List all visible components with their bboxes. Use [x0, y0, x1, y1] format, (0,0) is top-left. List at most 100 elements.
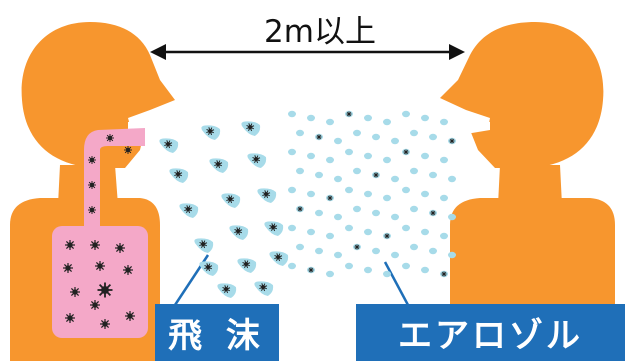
aerosol-particle: [345, 262, 353, 270]
aerosol-particle: [315, 209, 323, 217]
aerosol-particle: [364, 152, 372, 160]
droplet-label: 飛 沫: [155, 304, 279, 361]
tube-virus-icon: [123, 145, 133, 155]
aerosol-particle: [383, 194, 391, 202]
aerosol-virus-icon: [315, 133, 323, 141]
aerosol-particle: [372, 209, 380, 217]
tube-virus-icon: [105, 133, 115, 143]
aerosol-particle: [296, 129, 304, 137]
aerosol-particle: [448, 175, 456, 183]
droplet: [234, 254, 259, 275]
right-person-neck: [498, 165, 562, 205]
aerosol-particle: [383, 270, 391, 278]
aerosol-particle: [421, 228, 429, 236]
aerosol-virus-icon: [307, 266, 315, 274]
airway-tube: [84, 128, 145, 230]
aerosol-particle: [345, 148, 353, 156]
droplet: [191, 234, 216, 255]
distance-arrow: [150, 44, 465, 60]
aerosol-particle: [440, 232, 448, 240]
aerosol-particle: [296, 167, 304, 175]
droplet: [254, 184, 279, 205]
aerosol-particle: [334, 251, 342, 259]
aerosol-particle: [364, 114, 372, 122]
aerosol-virus-icon: [372, 171, 380, 179]
aerosol-particle: [353, 205, 361, 213]
aerosol-particle: [353, 129, 361, 137]
right-person-head: [440, 22, 604, 168]
aerosol-particle: [429, 133, 437, 141]
droplet: [238, 117, 263, 138]
lung-virus-icon: [89, 239, 101, 251]
right-person-mouth: [466, 118, 490, 134]
aerosol-particle: [288, 224, 296, 232]
lung-virus-icon: [89, 299, 101, 311]
aerosol-particle: [410, 243, 418, 251]
tube-virus-icon: [87, 180, 97, 190]
aerosol-particle: [402, 186, 410, 194]
aerosol-particle: [288, 262, 296, 270]
droplet: [261, 217, 286, 238]
aerosol-particle: [372, 247, 380, 255]
aerosol-particle: [326, 270, 334, 278]
aerosol-particle: [402, 110, 410, 118]
aerosol-particle: [353, 167, 361, 175]
aerosol-particle: [391, 251, 399, 259]
aerosol-particle: [410, 167, 418, 175]
aerosol-particle: [410, 129, 418, 137]
aerosol-particle: [326, 156, 334, 164]
droplet: [218, 189, 243, 210]
droplet: [166, 164, 191, 185]
aerosol-particle: [315, 247, 323, 255]
aerosol-virus-icon: [383, 232, 391, 240]
droplet: [226, 221, 251, 242]
aerosol-particle: [307, 228, 315, 236]
aerosol-particle: [364, 190, 372, 198]
lung-virus-icon: [69, 286, 81, 298]
aerosol-label: エアロゾル: [356, 304, 625, 361]
aerosol-particle: [421, 266, 429, 274]
aerosol-virus-icon: [345, 110, 353, 118]
lung-virus-icon: [99, 318, 111, 330]
droplet: [176, 199, 201, 220]
aerosol-particle: [345, 186, 353, 194]
lung-virus-icon: [94, 260, 106, 272]
lung-virus-icon: [64, 239, 76, 251]
aerosol-particle: [288, 186, 296, 194]
aerosol-particle: [429, 171, 437, 179]
droplets: [156, 117, 291, 300]
aerosol-particle: [402, 224, 410, 232]
left-person: [10, 22, 175, 361]
aerosol-particle: [345, 224, 353, 232]
aerosol-particle: [440, 118, 448, 126]
aerosol-particle: [307, 190, 315, 198]
aerosol-particle: [448, 251, 456, 259]
aerosol-particle: [307, 152, 315, 160]
aerosol-virus-icon: [296, 205, 304, 213]
droplet: [156, 134, 181, 155]
droplet: [251, 277, 276, 298]
droplet: [244, 149, 269, 170]
droplet: [266, 247, 291, 268]
aerosol-virus-icon: [402, 148, 410, 156]
aerosol-particle: [383, 156, 391, 164]
aerosol-particle: [421, 152, 429, 160]
aerosol-particle: [315, 171, 323, 179]
tube-virus-icon: [87, 205, 97, 215]
lung-virus-icon: [122, 264, 134, 276]
aerosol-particle: [421, 190, 429, 198]
aerosol-particle: [440, 194, 448, 202]
distance-label: 2m以上: [264, 14, 376, 50]
lung-virus-icon: [114, 242, 126, 254]
aerosol-particle: [296, 243, 304, 251]
aerosol-particle: [334, 137, 342, 145]
aerosol-particle: [429, 247, 437, 255]
aerosol-particle: [421, 114, 429, 122]
aerosol-virus-icon: [353, 243, 361, 251]
aerosol-particle: [448, 213, 456, 221]
droplet: [214, 279, 239, 300]
aerosol-particle: [440, 156, 448, 164]
droplet: [206, 154, 231, 175]
aerosol-particle: [364, 266, 372, 274]
aerosol-particle: [326, 118, 334, 126]
